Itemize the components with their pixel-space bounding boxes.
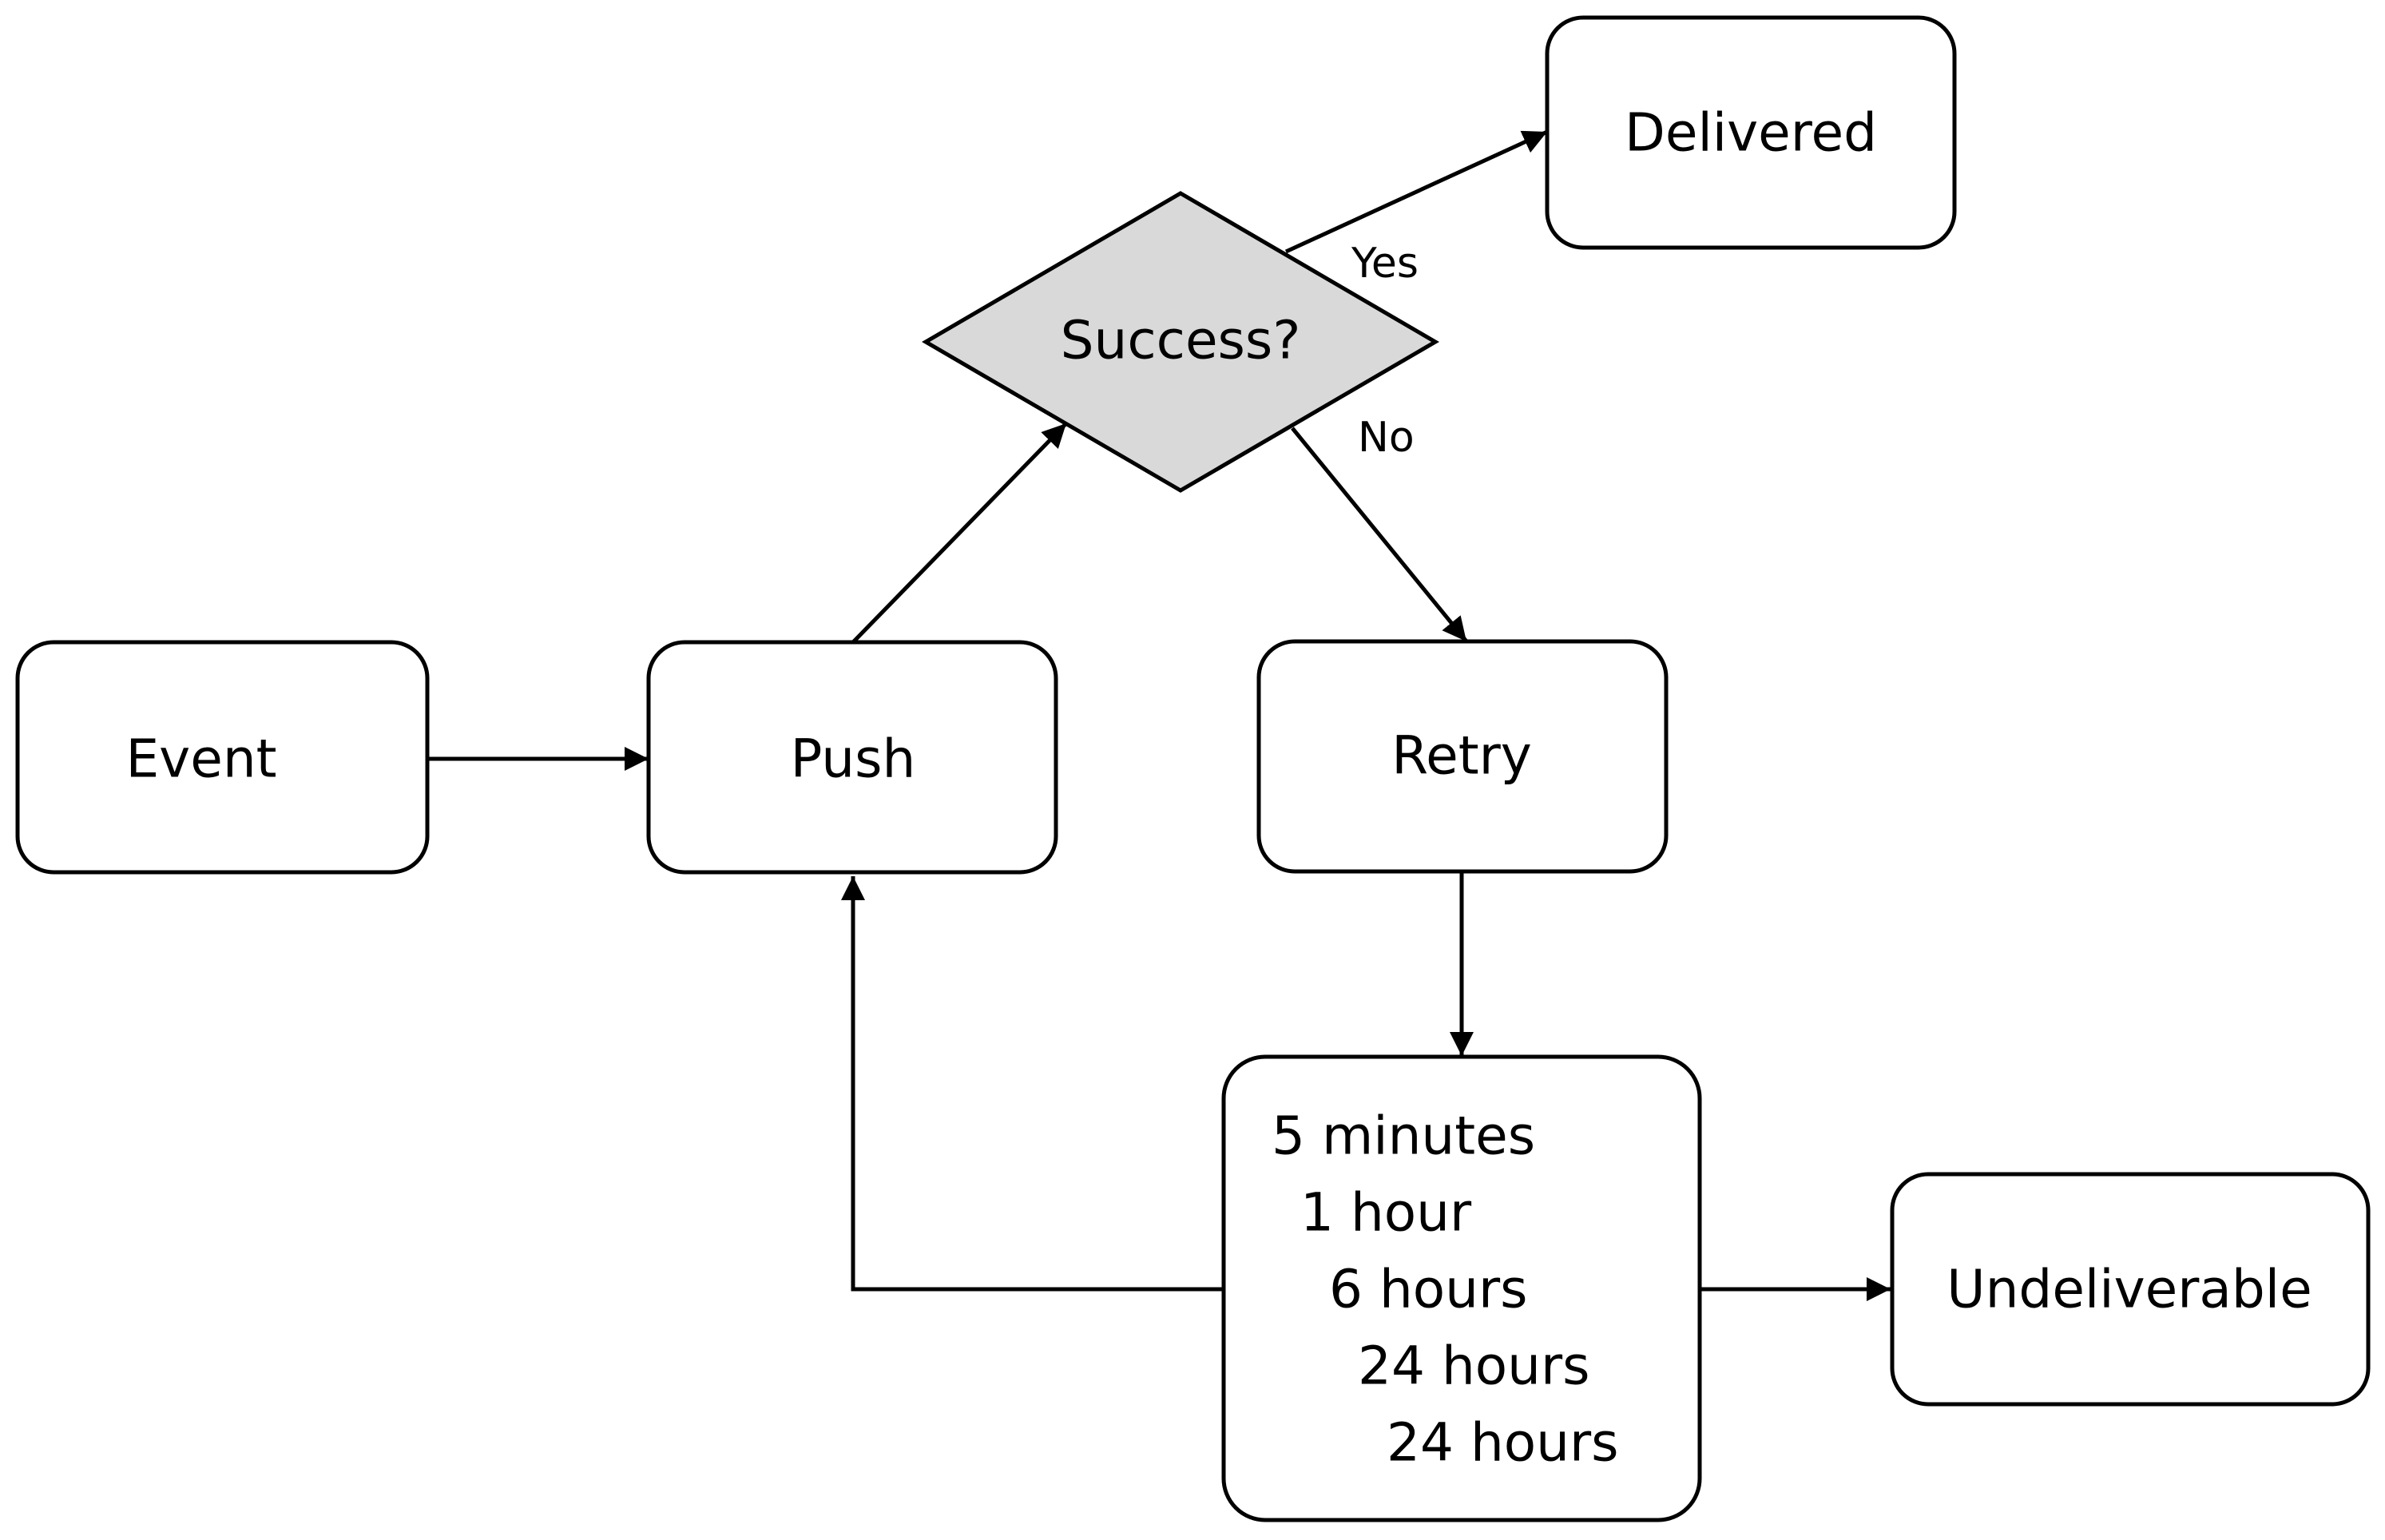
- node-delivered-label: Delivered: [1625, 102, 1877, 164]
- node-event: Event: [15, 640, 430, 875]
- edge-label-no: No: [1358, 414, 1415, 462]
- schedule-line: 24 hours: [1387, 1412, 1619, 1474]
- node-delivered: Delivered: [1545, 15, 1957, 250]
- edge-decision-no-to-retry: [1291, 427, 1468, 643]
- node-decision: Success?: [922, 191, 1439, 493]
- node-retry-label: Retry: [1391, 725, 1532, 787]
- node-push-label: Push: [791, 728, 916, 790]
- edge-push-to-decision: [851, 422, 1068, 644]
- node-decision-label: Success?: [1061, 310, 1301, 371]
- schedule-line: 24 hours: [1358, 1336, 1590, 1397]
- decision-diamond: [922, 191, 1439, 493]
- node-undeliverable: Undeliverable: [1890, 1172, 2371, 1407]
- schedule-line: 1 hour: [1300, 1182, 1472, 1244]
- schedule-line: 6 hours: [1329, 1259, 1528, 1320]
- edge-label-yes: Yes: [1351, 240, 1419, 288]
- node-retry: Retry: [1256, 639, 1669, 874]
- edge-decision-yes-to-delivered: [1284, 129, 1549, 254]
- node-schedule: 5 minutes 1 hour 6 hours 24 hours 24 hou…: [1221, 1054, 1702, 1522]
- node-undeliverable-label: Undeliverable: [1946, 1259, 2312, 1320]
- node-push: Push: [646, 640, 1058, 875]
- schedule-line: 5 minutes: [1272, 1105, 1535, 1167]
- edge-schedule-to-push: [841, 876, 1224, 1292]
- node-event-label: Event: [125, 728, 276, 790]
